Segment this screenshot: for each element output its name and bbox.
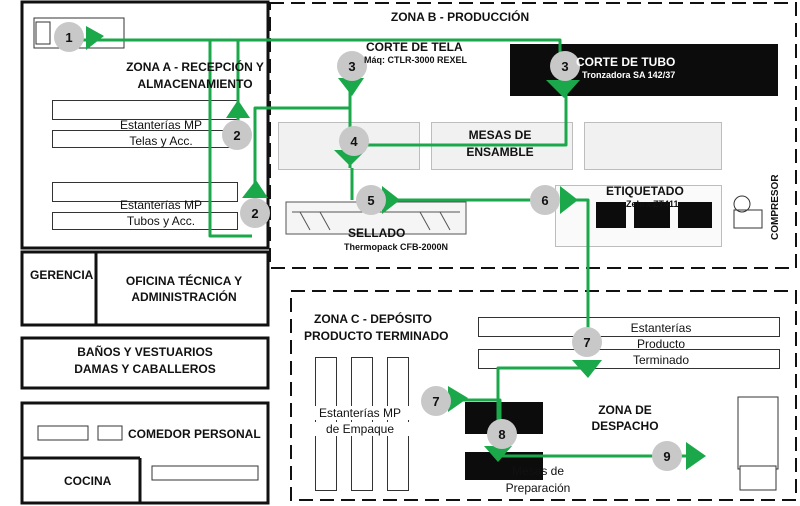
estanterias-pt-line1: Estanterías xyxy=(630,321,692,335)
etiquetado-maquina: Zebra ZT411 xyxy=(626,199,679,209)
mesas-prep-line1: Mesas de xyxy=(511,464,565,478)
zona-b-title: ZONA B - PRODUCCIÓN xyxy=(390,10,530,24)
estanterias-pt-line2: Producto xyxy=(636,337,686,351)
estanterias-pt-line3: Terminado xyxy=(632,353,690,367)
step-badge-9: 9 xyxy=(652,441,682,471)
banos-line1: BAÑOS Y VESTUARIOS xyxy=(77,345,213,359)
oficina-line2: ADMINISTRACIÓN xyxy=(131,290,237,304)
mesas-ensamble-line1: MESAS DE xyxy=(468,128,532,142)
step-badge-3b: 3 xyxy=(550,51,580,81)
zona-despacho-line2: DESPACHO xyxy=(591,419,659,433)
banos-line2: DAMAS Y CABALLEROS xyxy=(74,362,216,376)
shelf-tubos-b xyxy=(52,212,238,230)
step-badge-6: 6 xyxy=(530,185,560,215)
step-badge-4: 4 xyxy=(339,126,369,156)
etiquetado-label: ETIQUETADO xyxy=(606,184,684,198)
pt-shelf-1 xyxy=(478,317,780,337)
step-badge-8: 8 xyxy=(487,419,517,449)
zona-c-title-line2: PRODUCTO TERMINADO xyxy=(304,329,449,343)
step-badge-2b: 2 xyxy=(240,198,270,228)
oficina-line1: OFICINA TÉCNICA Y xyxy=(125,274,243,288)
estanterias-emp-line2: de Empaque xyxy=(305,422,415,436)
estanterias-telas-line1: Estanterías MP xyxy=(119,118,203,132)
compresor-label: COMPRESOR xyxy=(770,174,781,240)
zona-a-title-line1: ZONA A - RECEPCIÓN Y xyxy=(126,60,264,74)
step-badge-7a: 7 xyxy=(572,327,602,357)
etiquetado-printer-1 xyxy=(596,202,626,228)
gerencia-label: GERENCIA xyxy=(30,268,94,282)
mesa-ensamble-3 xyxy=(584,122,722,170)
corte-tela-label: CORTE DE TELA xyxy=(366,40,463,54)
shelf-tubos-a xyxy=(52,182,238,202)
etiquetado-printer-3 xyxy=(678,202,712,228)
step-badge-1: 1 xyxy=(54,22,84,52)
corte-tubo-maquina: Tronzadora SA 142/37 xyxy=(582,70,676,80)
zona-c-title-line1: ZONA C - DEPÓSITO xyxy=(314,312,433,326)
step-badge-2a: 2 xyxy=(222,120,252,150)
sellado-maquina: Thermopack CFB-2000N xyxy=(344,242,449,252)
estanterias-tubos-line1: Estanterías MP xyxy=(119,198,203,212)
zona-a-title-line2: ALMACENAMIENTO xyxy=(137,77,253,91)
corte-tubo-label: CORTE DE TUBO xyxy=(576,55,676,69)
step-badge-3a: 3 xyxy=(337,51,367,81)
estanterias-tubos-line2: Tubos y Acc. xyxy=(126,214,196,228)
comedor-label: COMEDOR PERSONAL xyxy=(128,427,261,441)
estanterias-emp-line1: Estanterías MP xyxy=(305,406,415,420)
zona-despacho-line1: ZONA DE xyxy=(598,403,652,417)
estanterias-telas-line2: Telas y Acc. xyxy=(129,134,193,148)
etiquetado-printer-2 xyxy=(634,202,670,228)
cocina-label: COCINA xyxy=(64,474,112,488)
corte-tela-maquina: Máq: CTLR-3000 REXEL xyxy=(364,55,468,65)
sellado-label: SELLADO xyxy=(348,226,406,240)
step-badge-7b: 7 xyxy=(421,386,451,416)
pt-shelf-2 xyxy=(478,349,780,369)
step-badge-5: 5 xyxy=(356,185,386,215)
mesas-ensamble-line2: ENSAMBLE xyxy=(466,145,534,159)
mesas-prep-line2: Preparación xyxy=(505,481,571,495)
